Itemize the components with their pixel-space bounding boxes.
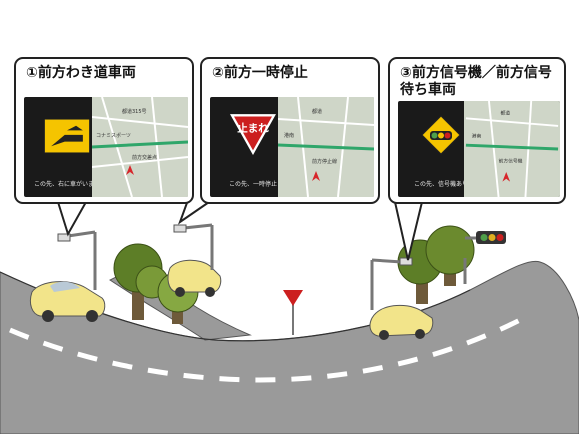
road [0,260,579,434]
callout-title: ②前方一時停止 [212,65,308,81]
nav-map: 都道 港南 前方停止線 [278,97,374,197]
map-label: 港南 [472,132,482,139]
callout-side-road-vehicle: ①前方わき道車両 この先、右に車がいます 都道315号 コナミスポーツ 前方交差… [14,57,194,204]
map-label: 港南 [284,132,294,139]
beacon-pole-1 [57,230,97,290]
map-label: コナミスポーツ [96,132,131,139]
callout-title: ①前方わき道車両 [26,65,136,81]
car-left [29,281,106,322]
stop-flag [283,290,303,335]
callout-stop: ②前方一時停止 止まれ この先、一時停止 都道 港南 前方停止線 [200,57,380,204]
map-label: 前方信号機 [499,157,523,164]
position-arrow-icon [502,172,511,182]
traffic-light [463,231,506,284]
nav-map: 都道 港南 前方信号機 [464,101,560,197]
stop-sign-text: 止まれ [237,122,269,135]
callout-tail-3 [394,201,423,261]
lane-marking [9,317,522,383]
beacon-pole-3 [370,257,413,310]
map-label: 都道315号 [122,108,147,115]
tree-group-right [397,225,475,304]
screen-message: この先、一時停止 [228,181,277,188]
car-side-road [167,259,222,297]
side-road-vehicle-sign-icon [44,119,90,153]
callout-tail-1 [57,201,87,237]
map-label: 都道 [500,109,510,116]
map-label: 前方交差点 [132,154,157,161]
callout-traffic-signal: ③前方信号機／前方信号 待ち車両 この先、信号機あり 都道 港南 前方信号機 [388,57,566,204]
stop-sign-icon: 止まれ [230,114,276,155]
nav-map: 都道315号 コナミスポーツ 前方交差点 [92,97,188,197]
nav-screen: この先、右に車がいます 都道315号 コナミスポーツ 前方交差点 [24,97,188,197]
callout-title: ③前方信号機／前方信号 待ち車両 [400,65,552,98]
callout-tail-2 [177,199,213,225]
map-label: 都道 [312,108,322,115]
beacon-pole-2 [173,223,214,270]
screen-message: この先、信号機あり [413,181,468,188]
position-arrow-icon [312,171,320,181]
car-right [369,304,434,340]
screen-message: この先、右に車がいます [33,181,100,188]
traffic-signal-sign-icon [421,115,461,155]
map-label: 前方停止線 [312,158,337,165]
nav-screen: この先、信号機あり 都道 港南 前方信号機 [398,101,560,197]
nav-screen: 止まれ この先、一時停止 都道 港南 前方停止線 [210,97,374,197]
position-arrow-icon [126,165,134,175]
